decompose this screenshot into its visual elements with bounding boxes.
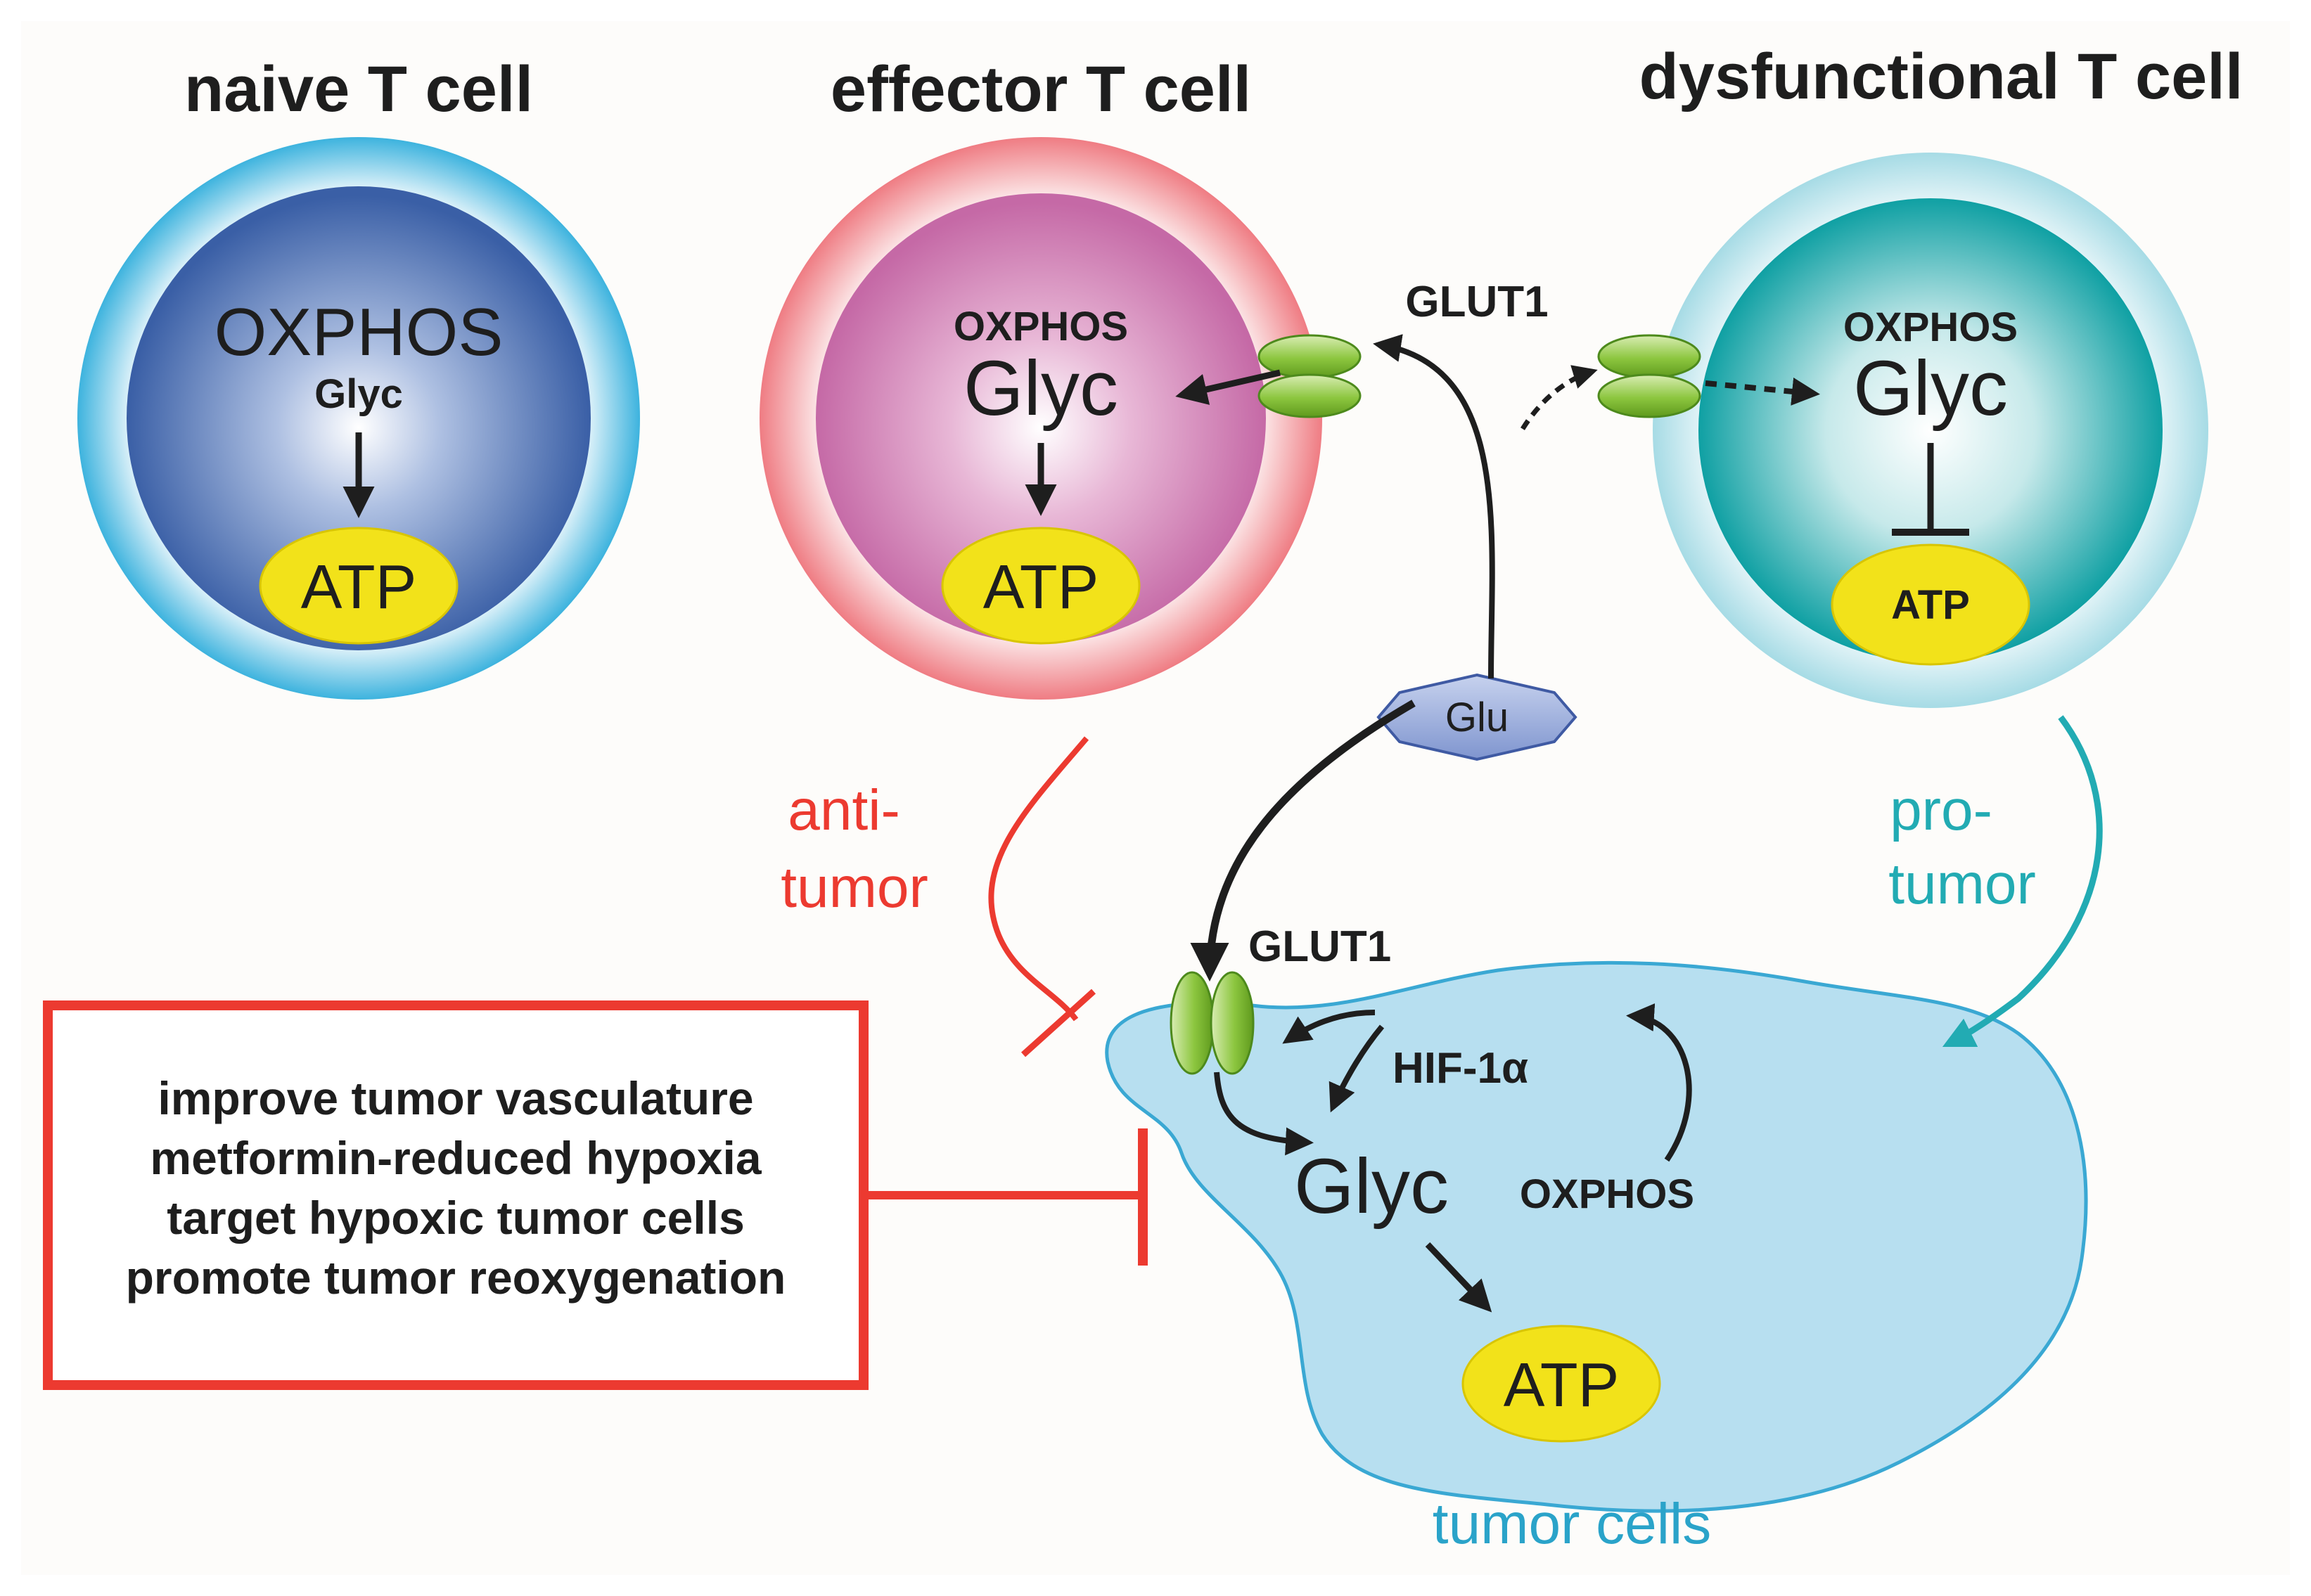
dysfunctional-t-cell [1653, 153, 2208, 708]
effector-atp-ellipse [941, 527, 1141, 645]
intervention-item: metformin-reduced hypoxia [150, 1132, 762, 1184]
pro-tumor-arrow [1942, 715, 2103, 1048]
hif-to-glyc-arrow [1329, 1024, 1385, 1113]
tumor-atp-label: ATP [1504, 1350, 1620, 1420]
anti-tumor-inhibition-bar [1020, 989, 1096, 1057]
tumor-cells-label: tumor cells [1433, 1492, 1711, 1556]
naive-atp-ellipse [259, 527, 459, 645]
effector-glyc-label: Glyc [964, 345, 1118, 432]
effector-atp-label: ATP [983, 552, 1099, 622]
dysfunctional-oxphos-label: OXPHOS [1843, 304, 2018, 350]
top-glut1-label: GLUT1 [1405, 278, 1548, 326]
naive-atp-label: ATP [301, 552, 417, 622]
anti-tumor-label-line1: anti- [788, 778, 900, 842]
pro-tumor-label-line1: pro- [1890, 778, 1992, 842]
intervention-item: promote tumor reoxygenation [126, 1251, 786, 1304]
dysfunctional-atp-ellipse [1831, 543, 2030, 666]
intervention-item: target hypoxic tumor cells [167, 1192, 745, 1244]
pro-tumor-label-line2: tumor [1888, 852, 2036, 916]
oxphos-to-hif-arrow [1626, 1003, 1692, 1162]
tumor-oxphos-label: OXPHOS [1520, 1171, 1694, 1217]
glucose-to-tumor-arrow [1190, 700, 1416, 982]
naive-glyc-label: Glyc [314, 371, 403, 417]
naive-oxphos-label: OXPHOS [215, 295, 504, 370]
tumor-glyc-label: Glyc [1294, 1143, 1449, 1230]
tumor-glyc-to-atp-arrow [1425, 1242, 1492, 1313]
intervention-item: improve tumor vasculature [158, 1072, 753, 1124]
interventions-inhibition [864, 1128, 1148, 1266]
glut1-to-glyc-arrow [1214, 1071, 1314, 1156]
dysfunctional-inhibition [1892, 443, 1969, 536]
anti-tumor-label-line2: tumor [781, 856, 928, 920]
tumor-atp-ellipse [1461, 1325, 1661, 1443]
glucose-hexagon [1376, 673, 1577, 761]
tumor-glut1-label: GLUT1 [1248, 922, 1391, 971]
hif-to-glut1-arrow [1282, 1010, 1376, 1044]
dysfunctional-glyc-label: Glyc [1853, 345, 2008, 432]
effector-t-cell [760, 137, 1322, 700]
interventions-box [43, 1000, 869, 1390]
dysfunctional-glut1-transporter [1597, 334, 1701, 418]
effector-title: effector T cell [831, 53, 1251, 125]
effector-glucose-import-arrow [1175, 369, 1281, 405]
tumor-hif-label: HIF-1α [1393, 1044, 1528, 1093]
naive-title: naive T cell [184, 53, 533, 125]
naive-t-cell [77, 137, 640, 700]
dysfunctional-atp-label: ATP [1891, 582, 1970, 628]
effector-glut1-transporter [1257, 334, 1362, 418]
effector-oxphos-label: OXPHOS [954, 304, 1128, 349]
dysfunctional-title: dysfunctional T cell [1639, 41, 2243, 112]
anti-tumor-inhibition-curve [988, 736, 1089, 1022]
tumor-glut1-transporter [1170, 971, 1255, 1075]
glucose-label: Glu [1445, 695, 1509, 740]
glucose-to-effector-arrow [1373, 334, 1495, 679]
